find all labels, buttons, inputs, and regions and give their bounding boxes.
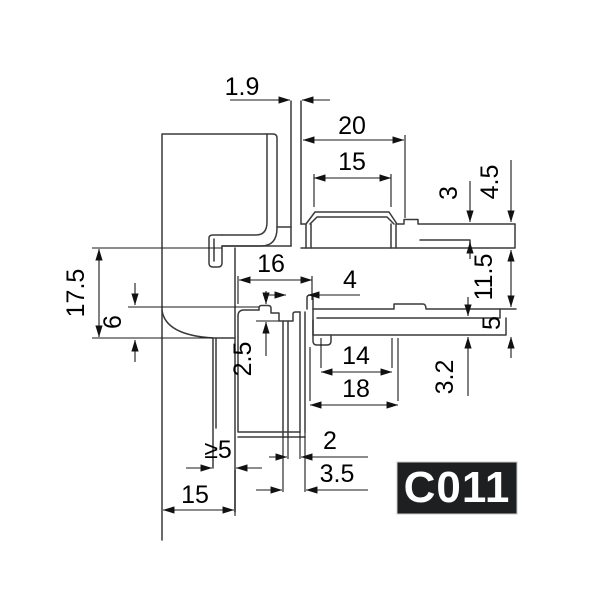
leaf-wall-pair-right [299,311,306,433]
lower-strip-inner [316,308,501,319]
dim-channel-height: 11.5 [470,254,498,301]
leaf-body [237,315,306,438]
dim-leaf-width: 16 [257,250,285,278]
dim-tab-step: 2.5 [229,342,257,377]
lower-strip-hook [312,319,332,346]
frame-fillet-arc [161,309,236,339]
dim-lower-bar-height: 5 [478,316,506,330]
top-strip-top [300,211,516,225]
dim-upper-height: 17.5 [62,269,90,318]
dim-lower-outer-width: 18 [342,375,370,403]
dim-lower-step: 3.2 [431,360,459,395]
dim-lower-inner-width: 14 [342,342,370,370]
dim-wall-thickness: 2 [323,427,337,455]
top-strip-bottom [300,223,516,249]
leaf-wall-pair-left [282,320,289,438]
lower-strip-bottom [312,317,507,336]
dim-bottom-offset: 3.5 [320,460,355,488]
dim-hat-width: 15 [338,148,366,176]
bracket-foot [208,234,223,268]
dim-hook-gap: 4 [343,266,357,294]
dimension-annotations: 1.9 20 15 3 4.5 11.5 5 3.2 17.5 6 [62,73,515,516]
dim-frame-depth: 15 [181,481,209,509]
dim-min-clearance: ≥5 [204,436,232,464]
dim-overall-top-width: 20 [338,112,366,140]
frame-web-pair [212,337,217,469]
top-strip-feet [305,223,397,249]
product-code: C011 [404,463,511,512]
dim-top-gap: 1.9 [225,73,260,101]
badge-background [396,461,518,515]
top-hat-inner [309,216,395,225]
product-code-badge: C011 [396,461,518,515]
thin-panel-pair [290,100,302,247]
bracket-arm [221,226,292,247]
lower-strip-top [312,303,517,310]
leaf-top-edge [237,309,260,317]
top-strip-step [419,239,471,249]
upper-bracket-outer [221,133,278,247]
dim-ledge-offset: 6 [99,315,127,329]
dim-flange-thickness: 4.5 [476,165,504,200]
dim-step-thickness: 3 [435,186,463,200]
leaf-hook-cluster [258,304,301,322]
frame-outer-wall [161,133,268,541]
upper-bracket-inner [221,133,268,236]
